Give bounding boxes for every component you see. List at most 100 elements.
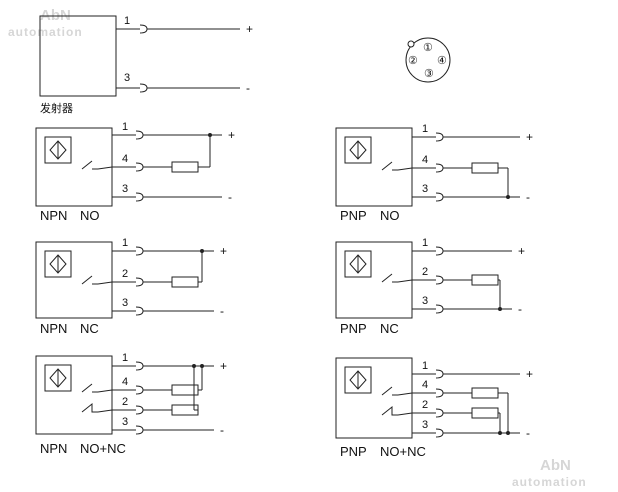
pin-label: 1 (122, 237, 128, 249)
sensor-symbol-frame (44, 364, 72, 392)
nc-switch-icon (81, 275, 98, 285)
emitter-label: 发射器 (40, 101, 73, 115)
watermark-sub-bottom: automation (512, 475, 587, 489)
pin-connector-icon (135, 246, 144, 256)
circuit-mode-label: NO+NC (80, 441, 126, 456)
pin-label: 4 (122, 153, 128, 165)
plus-label: + (526, 367, 533, 381)
nc-switch-icon (381, 405, 398, 416)
watermark-sub: automation (8, 25, 83, 39)
load-resistor (471, 387, 499, 399)
load-resistor (471, 407, 499, 419)
pin-connector-icon (435, 275, 444, 285)
pin-label: 1 (122, 121, 128, 133)
nc-switch-icon (81, 402, 98, 413)
pin-connector-icon (435, 369, 444, 379)
circuit-mode-label: NC (80, 321, 99, 336)
pin-connector-icon (135, 405, 144, 415)
load-resistor (171, 161, 199, 173)
emitter-pin1-connector-icon (139, 24, 148, 34)
pin-label: 2 (422, 399, 428, 411)
circuit-type-label: NPN (40, 321, 67, 336)
sensor-symbol-frame (344, 136, 372, 164)
connector-pin2: ② (408, 55, 418, 67)
pin-connector-icon (435, 246, 444, 256)
plus-label: + (526, 130, 533, 144)
minus-label: - (220, 423, 224, 437)
pin-connector-icon (435, 192, 444, 202)
pin-label: 3 (422, 295, 428, 307)
sensor-symbol-frame (344, 250, 372, 278)
pin-connector-icon (435, 428, 444, 438)
sensor-box (35, 355, 113, 435)
junction-dot (200, 249, 204, 253)
pin-label: 2 (422, 266, 428, 278)
emitter-plus-label: + (246, 22, 253, 36)
pin-label: 1 (422, 360, 428, 372)
pin-connector-icon (435, 388, 444, 398)
plus-label: + (518, 244, 525, 258)
emitter-pin1-label: 1 (124, 15, 130, 27)
connector-pinout-icon: ① ② ③ ④ (405, 37, 451, 83)
connector-pin3: ③ (424, 68, 434, 80)
no-switch-icon (81, 160, 98, 170)
pin-connector-icon (135, 192, 144, 202)
pin-connector-icon (135, 130, 144, 140)
pin-connector-icon (135, 385, 144, 395)
circuit-type-label: NPN (40, 441, 67, 456)
no-switch-icon (381, 386, 398, 396)
pin-label: 3 (122, 183, 128, 195)
sensor-symbol-frame (44, 250, 72, 278)
pin-connector-icon (135, 425, 144, 435)
pin-connector-icon (135, 277, 144, 287)
circuit-type-label: NPN (40, 208, 67, 223)
pin-connector-icon (435, 163, 444, 173)
circuit-type-label: PNP (340, 208, 367, 223)
sensor-box (35, 241, 113, 319)
minus-label: - (518, 302, 522, 316)
connector-pin4: ④ (437, 55, 447, 67)
plus-label: + (220, 359, 227, 373)
pin-label: 3 (422, 419, 428, 431)
sensor-box (35, 127, 113, 207)
pin-label: 4 (422, 379, 428, 391)
pin-connector-icon (135, 306, 144, 316)
pin-label: 1 (122, 352, 128, 364)
minus-label: - (228, 190, 232, 204)
emitter-box (39, 15, 117, 97)
pin-connector-icon (135, 162, 144, 172)
connector-pin1: ① (423, 42, 433, 54)
emitter-minus-label: - (246, 81, 250, 95)
circuit-mode-label: NO (380, 208, 400, 223)
pin-connector-icon (435, 408, 444, 418)
emitter-pin3-label: 3 (124, 72, 130, 84)
minus-label: - (526, 190, 530, 204)
load-resistor (471, 162, 499, 174)
plus-label: + (228, 128, 235, 142)
pin-connector-icon (435, 132, 444, 142)
sensor-box (335, 241, 413, 319)
plus-label: + (220, 244, 227, 258)
circuit-mode-label: NO (80, 208, 100, 223)
no-switch-icon (381, 161, 398, 171)
load-resistor (171, 276, 199, 288)
emitter-section: 发射器 1 + 3 - (39, 15, 253, 115)
junction-dot (200, 364, 204, 368)
pin-label: 3 (422, 183, 428, 195)
circuit-npn-no: 1 4 3 + - NPN NO (35, 121, 235, 223)
pin-label: 1 (422, 123, 428, 135)
circuit-type-label: PNP (340, 444, 367, 459)
watermark-brand-bottom: AbN (540, 457, 571, 474)
sensor-symbol-frame (344, 366, 372, 394)
junction-dot (192, 364, 196, 368)
sensor-box (335, 357, 413, 439)
pin-connector-icon (435, 304, 444, 314)
nc-switch-icon (381, 273, 398, 283)
pin-label: 1 (422, 237, 428, 249)
minus-label: - (526, 426, 530, 440)
